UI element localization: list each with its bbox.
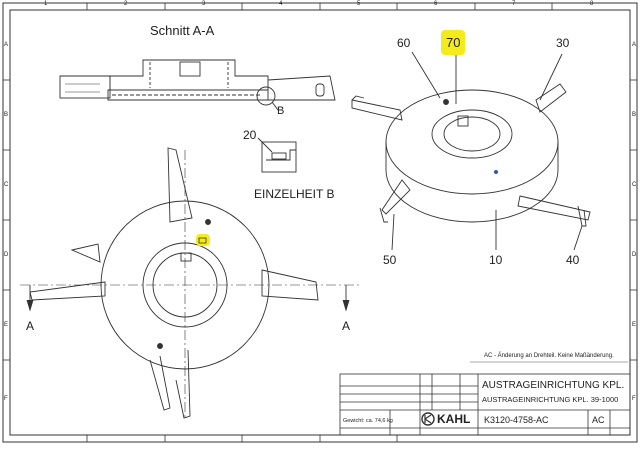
column-index-8: 8: [590, 1, 594, 7]
column-index-7: 7: [512, 1, 516, 7]
iso-arm-front-left-tip: [379, 207, 388, 223]
inner-frame: [9, 9, 631, 436]
column-index-5: 5: [357, 1, 361, 7]
row-index-f-right: F: [632, 396, 636, 402]
row-index-d: D: [4, 252, 9, 258]
section-bore-lines: [149, 62, 229, 88]
title-block-frame: [339, 373, 631, 436]
detail-b-frame: [261, 141, 297, 173]
row-index-c: C: [4, 182, 9, 188]
section-left-block: [59, 75, 111, 99]
callout-60: 60: [397, 36, 411, 50]
cut-marker-left: A: [26, 319, 35, 333]
isometric-view: [351, 51, 591, 251]
cut-marker-right: A: [342, 319, 351, 333]
callout-70-highlighted: 70: [441, 30, 466, 55]
detail-b-view: [257, 137, 297, 173]
kahl-logo: [421, 412, 435, 426]
section-keyway: [179, 61, 201, 77]
iso-hub-outer: [431, 109, 513, 159]
section-right-slot: [315, 83, 325, 97]
column-index-4: 4: [279, 1, 283, 7]
section-a-a-view: [59, 59, 336, 111]
detail-b-circle: [256, 86, 276, 106]
column-index-6: 6: [434, 1, 438, 7]
plan-highlight-marker: [196, 234, 210, 246]
row-index-e-right: E: [632, 322, 637, 328]
revision-code: AC: [592, 415, 605, 425]
row-index-e: E: [4, 322, 9, 328]
cut-arrow-left: [26, 299, 34, 312]
plan-arm-top: [167, 147, 193, 223]
outer-frame: [2, 2, 638, 443]
cut-arrow-right: [342, 299, 350, 312]
callout-40: 40: [566, 253, 580, 267]
title-main: AUSTRAGEINRICHTUNG KPL.: [482, 380, 625, 391]
plan-arm-right: [261, 269, 319, 301]
plan-arm-bottom-fin: [149, 355, 171, 411]
iso-disc-top: [385, 89, 559, 195]
detail-title: EINZELHEIT B: [254, 187, 335, 201]
iso-arm-front-right-tip: [577, 205, 587, 227]
plan-view: [20, 147, 360, 420]
callout-20-leader: [257, 137, 273, 153]
row-ticks: [3, 79, 637, 361]
column-index-1: 1: [44, 1, 48, 7]
section-hatch: [65, 83, 100, 93]
drawing-number: K3120-4758-AC: [484, 415, 549, 425]
iso-hub-bore: [443, 116, 501, 152]
title-sub: AUSTRAGEINRICHTUNG KPL. 39-1000: [482, 395, 619, 404]
iso-arm-front-left: [381, 179, 411, 215]
plan-arm-left-fin: [70, 243, 101, 263]
row-index-b-right: B: [632, 112, 637, 118]
revision-note: AC - Änderung an Drehteil. Keine Maßände…: [484, 353, 614, 359]
column-index-3: 3: [202, 1, 206, 7]
iso-arm-right: [535, 83, 567, 113]
iso-arm-left-tip: [351, 95, 365, 101]
plan-bolt-hole-top: [205, 219, 211, 225]
weight-label: Gewicht: ca. 74,6 kg: [343, 418, 393, 424]
iso-arm-front-right: [517, 195, 591, 221]
callout-20: 20: [243, 128, 257, 142]
callout-50: 50: [383, 253, 397, 267]
section-right-arm: [267, 75, 336, 101]
detail-b-seal: [271, 152, 287, 160]
detail-b-leader: [271, 101, 279, 111]
section-marker-b: B: [277, 105, 285, 117]
iso-marker-dot: [494, 170, 498, 174]
column-index-2: 2: [124, 1, 128, 7]
plan-highlight-part: [198, 237, 207, 244]
callout-30: 30: [556, 36, 570, 50]
plan-bolt-hole-bottom: [157, 343, 163, 349]
plan-arm-bottom: [175, 349, 191, 419]
iso-keyway: [457, 115, 469, 127]
callout-50-leader: [391, 213, 395, 251]
callout-60-leader: [411, 51, 441, 99]
iso-arm-left: [351, 99, 403, 121]
row-index-f: F: [4, 396, 8, 402]
detail-b-profile: [266, 149, 296, 161]
iso-bolt-hole: [443, 99, 449, 105]
title-block: [339, 373, 631, 436]
row-index-a: A: [4, 42, 9, 48]
section-hub: [109, 59, 269, 91]
plan-keyway: [180, 252, 192, 262]
callout-30-leader: [539, 53, 563, 101]
company-name: KAHL: [437, 412, 471, 426]
column-ticks: [86, 3, 553, 442]
row-index-b: B: [4, 112, 9, 118]
callout-10: 10: [489, 253, 503, 267]
row-index-c-right: C: [632, 182, 637, 188]
section-title: Schnitt A-A: [150, 23, 215, 38]
row-index-d-right: D: [632, 252, 637, 258]
row-index-a-right: A: [632, 42, 637, 48]
callout-40-leader: [573, 225, 583, 251]
iso-disc-side: [385, 142, 559, 223]
